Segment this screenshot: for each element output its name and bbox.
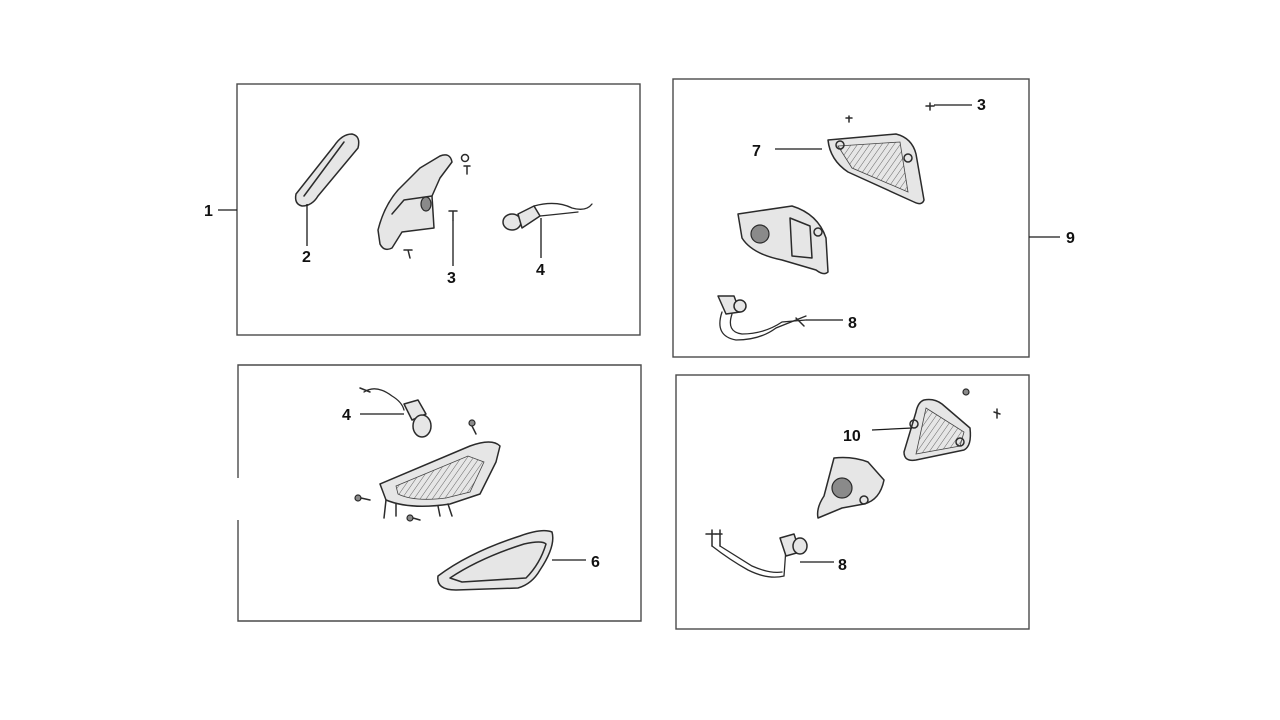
screw-icon	[468, 419, 477, 435]
panel-assembly-signal-2: 10 8	[675, 374, 1030, 630]
part-wiring-harness	[717, 295, 807, 341]
panel-assembly-9: 7 3 9 8	[672, 78, 1075, 358]
screw-icon	[925, 102, 935, 111]
part-signal-housing	[737, 205, 829, 275]
part-lens-housing	[377, 153, 470, 251]
callout-4: 4	[536, 262, 545, 279]
panel-frame-bottom-right	[675, 374, 1030, 630]
screw-icon	[406, 514, 421, 522]
screw-icon	[403, 249, 413, 259]
part-wiring-harness	[705, 529, 808, 578]
callout-2: 2	[302, 249, 311, 266]
part-bulb-socket	[502, 202, 593, 231]
screw-icon	[354, 494, 371, 502]
panel-frame-9	[672, 78, 1030, 358]
callout-6: 6	[591, 554, 600, 571]
screw-icon	[845, 115, 853, 123]
callout-1: 1	[204, 203, 213, 220]
part-headlight-lens	[437, 529, 554, 591]
screw-icon	[448, 210, 458, 221]
panel-assembly-1: 1 2 3 4	[204, 83, 641, 336]
part-signal-housing	[816, 456, 885, 519]
screw-icon	[993, 408, 1001, 419]
part-headlight-housing	[379, 441, 501, 519]
callout-8: 8	[838, 557, 847, 574]
part-trim-strip	[294, 133, 360, 207]
callout-10: 10	[843, 428, 861, 445]
part-bulb-socket	[359, 387, 432, 438]
callout-4: 4	[342, 407, 351, 424]
part-turn-signal-lens	[903, 398, 972, 462]
callout-3: 3	[447, 270, 456, 287]
panel-assembly-headlight: 4 6	[237, 364, 642, 622]
panel-frame-bottom-left	[237, 364, 642, 622]
callout-9: 9	[1066, 230, 1075, 247]
screw-icon	[962, 388, 970, 396]
screw-icon	[463, 165, 471, 175]
callout-7: 7	[752, 143, 761, 160]
part-turn-signal-lens	[827, 133, 925, 205]
callout-3: 3	[977, 97, 986, 114]
callout-8: 8	[848, 315, 857, 332]
